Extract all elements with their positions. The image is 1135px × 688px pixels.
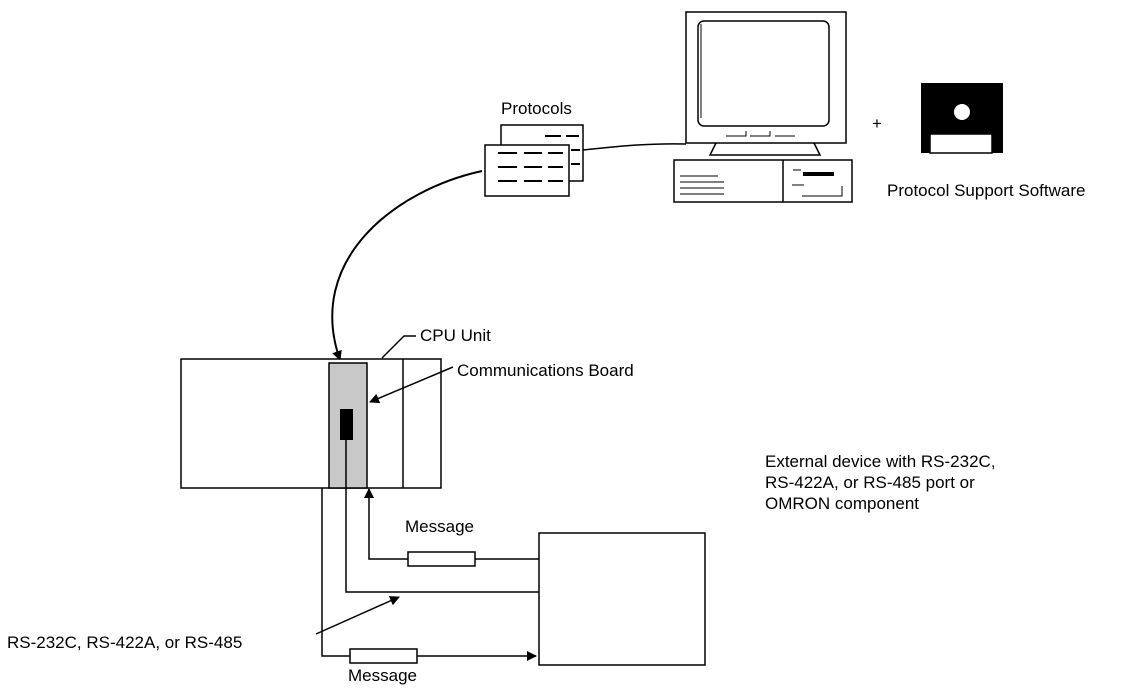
message-block-lower [349,648,418,664]
message-block-upper [407,551,476,567]
message-label-upper: Message [405,517,474,536]
cpu-unit-label: CPU Unit [420,326,491,345]
protocol-support-software-label: Protocol Support Software [887,181,1086,200]
external-device-label: External device with RS-232C, RS-422A, o… [765,451,996,514]
protocol-transfer-arrow [331,170,483,361]
cpu-unit [180,335,442,489]
communications-board-pointer [369,366,454,404]
cpu-unit-leader [381,335,416,359]
external-device [538,532,706,666]
floppy-disk-icon [921,83,1003,154]
communications-board-label: Communications Board [457,361,634,380]
transmit-line [321,488,537,661]
receive-line [364,488,539,560]
send-line [345,440,539,593]
external-device-label-line-1: External device with RS-232C, [765,452,996,471]
external-device-label-line-3: OMRON component [765,494,919,513]
protocol-documents-icon [484,124,584,197]
external-device-label-line-2: RS-422A, or RS-485 port or [765,473,975,492]
pc-cable [582,143,687,151]
serial-ports-pointer [315,596,400,635]
protocols-label: Protocols [501,99,572,118]
board-connector [340,409,353,440]
plus-sign: + [872,114,882,133]
serial-ports-label: RS-232C, RS-422A, or RS-485 [7,633,243,652]
message-label-lower: Message [348,666,417,685]
computer-icon [673,11,853,203]
